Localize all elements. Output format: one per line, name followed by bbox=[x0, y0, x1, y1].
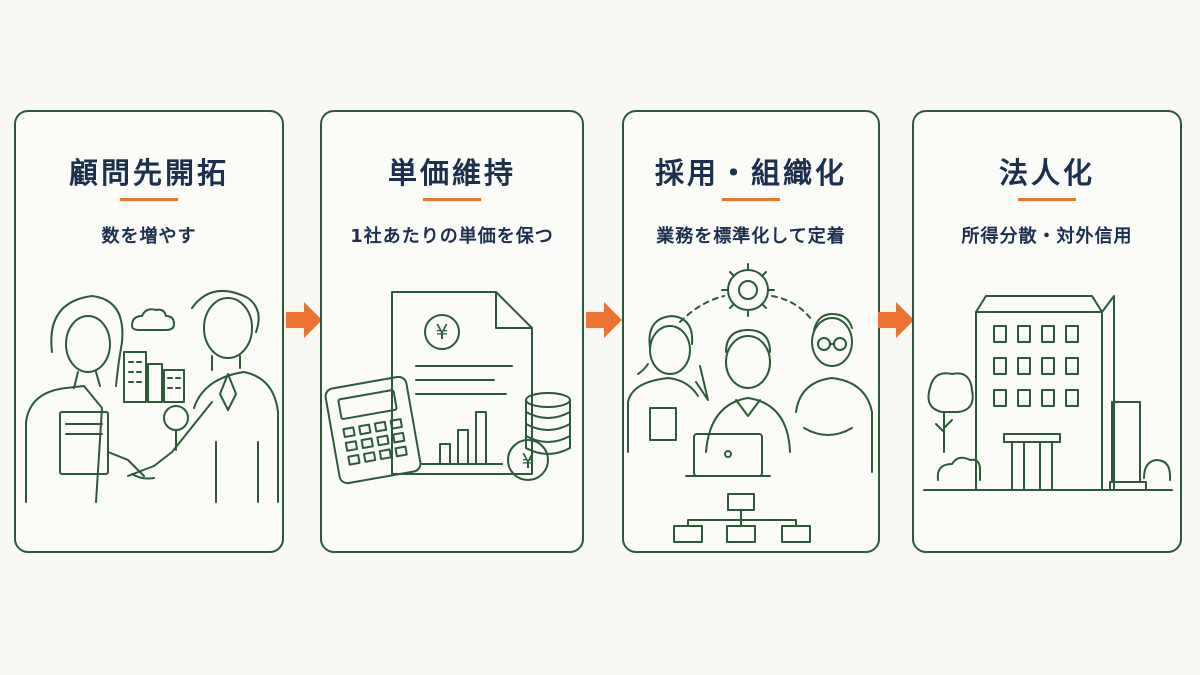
arrow-right-icon bbox=[286, 302, 322, 338]
arrow-right-icon bbox=[878, 302, 914, 338]
step-card-2: 単価維持 1社あたりの単価を保つ ¥ ¥ bbox=[320, 110, 584, 553]
pricing-illustration: ¥ ¥ bbox=[324, 291, 571, 485]
step-subtitle: 1社あたりの単価を保つ bbox=[350, 226, 554, 247]
title-underline bbox=[423, 198, 481, 201]
arrow-right-icon bbox=[586, 302, 622, 338]
step-title: 法人化 bbox=[998, 156, 1095, 190]
title-underline bbox=[120, 198, 178, 201]
step-subtitle: 業務を標準化して定着 bbox=[656, 226, 846, 247]
step-title: 単価維持 bbox=[387, 156, 516, 190]
title-underline bbox=[1018, 198, 1076, 201]
step-card-1: 顧問先開拓 数を増やす bbox=[14, 110, 284, 553]
step-card-4: 法人化 所得分散・対外信用 bbox=[912, 110, 1182, 553]
step-card-3: 採用・組織化 業務を標準化して定着 bbox=[622, 110, 880, 553]
step-title: 顧問先開拓 bbox=[68, 156, 229, 190]
title-underline bbox=[722, 198, 780, 201]
step-title: 採用・組織化 bbox=[654, 156, 847, 190]
yen-symbol: ¥ bbox=[522, 449, 535, 473]
handshake-illustration bbox=[25, 290, 279, 503]
step-subtitle: 所得分散・対外信用 bbox=[961, 226, 1133, 247]
yen-symbol: ¥ bbox=[436, 320, 449, 344]
team-illustration bbox=[627, 263, 873, 543]
office-building-illustration bbox=[923, 295, 1173, 491]
step-subtitle: 数を増やす bbox=[101, 226, 197, 247]
